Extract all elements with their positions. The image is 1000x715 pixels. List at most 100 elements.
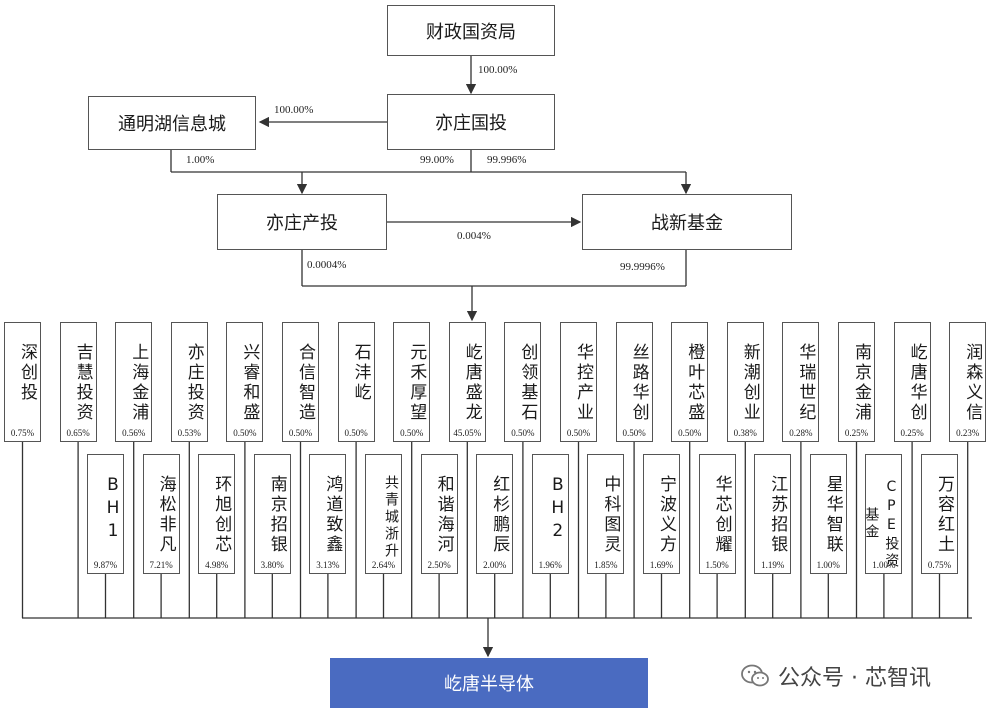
shareholder-name: 石沣屹 [350,343,371,403]
tongminghu-box: 通明湖信息城 [88,96,256,150]
shareholder-name: 江苏招银 [767,475,788,555]
upper-shareholder-box: 橙叶芯盛 0.50% [671,322,709,442]
shareholder-pct: 3.13% [316,560,340,570]
shareholder-name: 星华智联 [822,475,843,555]
upper-shareholder-box: 丝路华创 0.50% [615,322,653,442]
lower-shareholder-box: 和谐海河 2.50% [420,454,458,574]
shareholder-pct: 2.64% [371,560,396,570]
lower-shareholder-box: BH2 1.96% [531,454,569,574]
shareholder-name: 和谐海河 [433,475,454,555]
shareholder-pct: 1.96% [538,560,562,570]
shareholder-pct: 0.50% [344,428,368,438]
shareholder-name: 共青城浙升 [383,475,399,560]
guotou-to-tongminghu-pct: 100.00% [274,104,314,116]
shareholder-pct: 1.00% [816,560,840,570]
zhanxin-label: 战新基金 [651,213,723,234]
shareholder-name: 新潮创业 [739,343,760,423]
shareholder-name: 万容红土 [934,475,954,555]
shareholder-name: 橙叶芯盛 [684,343,705,423]
shareholder-name: 合信智造 [295,343,315,423]
upper-shareholder-box: 深创投 0.75% [4,322,41,442]
shareholder-name: 屹唐华创 [906,343,927,423]
tongminghu-label: 通明湖信息城 [118,114,226,135]
zhanxin-share-pct: 99.9996% [620,261,665,273]
lower-shareholder-box: 宁波义方 1.69% [643,454,680,574]
shareholder-pct: 0.25% [844,428,869,438]
shareholder-pct: 0.50% [400,428,424,438]
upper-shareholder-box: 合信智造 0.50% [282,322,319,442]
shareholder-name: 上海金浦 [128,343,149,423]
chantou-label: 亦庄产投 [266,213,338,234]
chantou-box: 亦庄产投 [217,194,387,250]
guotou-box: 亦庄国投 [387,94,555,150]
watermark: 公众号 · 芯智讯 [740,660,931,692]
finance-to-guotou-pct: 100.00% [478,64,518,76]
shareholder-pct: 4.98% [205,560,229,570]
shareholder-pct: 0.28% [789,428,813,438]
shareholder-pct: 0.50% [566,428,591,438]
guotou-label: 亦庄国投 [435,113,507,134]
shareholder-name: 亦庄投资 [183,343,204,423]
shareholder-pct: 45.05% [453,428,482,438]
shareholder-pct: 1.69% [649,560,674,570]
shareholder-pct: 0.75% [927,560,952,570]
shareholder-pct: 0.38% [733,428,757,438]
shareholder-pct: 0.50% [288,428,313,438]
shareholder-name: 吉慧投资 [72,343,93,423]
lower-shareholder-box: 万容红土 0.75% [921,454,958,574]
upper-shareholder-box: 上海金浦 0.56% [115,322,153,442]
shareholder-name: 红杉鹏辰 [489,475,510,555]
shareholder-pct: 2.00% [483,560,507,570]
upper-shareholder-box: 华控产业 0.50% [560,322,597,442]
chantou-share-pct: 0.0004% [307,259,347,271]
shareholder-pct: 2.50% [427,560,451,570]
shareholder-pct: 3.80% [260,560,284,570]
shareholder-pct: 9.87% [93,560,118,570]
zhanxin-box: 战新基金 [582,194,792,250]
shareholder-pct: 1.50% [705,560,729,570]
shareholder-name: 元禾厚望 [406,343,427,423]
upper-shareholder-box: 华瑞世纪 0.28% [782,322,820,442]
shareholder-name: 深创投 [17,343,37,403]
wechat-icon [741,664,769,687]
shareholder-name: 环旭创芯 [211,475,232,555]
upper-shareholder-box: 石沣屹 0.50% [337,322,375,442]
shareholder-pct: 0.65% [66,428,90,438]
shareholder-name: 宁波义方 [656,475,676,555]
lower-shareholder-box: 红杉鹏辰 2.00% [476,454,514,574]
shareholder-pct: 0.50% [622,428,646,438]
shareholder-pct: 0.56% [122,428,146,438]
shareholder-pct: 1.00% [872,560,896,570]
shareholder-name: 华芯创耀 [711,475,732,555]
shareholder-name: 中科图灵 [600,475,621,555]
target-company-box: 屹唐半导体 [330,658,648,708]
shareholder-name: 丝路华创 [628,343,649,423]
finance-bureau-label: 财政国资局 [426,21,516,43]
shareholder-name: CPE投资基金 [863,478,900,570]
target-company-label: 屹唐半导体 [444,674,534,695]
shareholder-pct: 0.75% [10,428,35,438]
shareholder-name: 华瑞世纪 [795,343,816,423]
shareholder-pct: 0.50% [678,428,702,438]
shareholder-name: BH2 [547,475,568,544]
shareholder-pct: 0.50% [233,428,257,438]
shareholder-name: 南京金浦 [851,343,871,423]
lower-shareholder-box: 环旭创芯 4.98% [198,454,236,574]
shareholder-name: 润森义信 [962,343,983,423]
shareholder-name: 华控产业 [573,343,593,423]
shareholder-pct: 0.50% [511,428,535,438]
lower-shareholder-box: 华芯创耀 1.50% [698,454,736,574]
tongminghu-share-pct: 1.00% [186,154,215,166]
shareholder-pct: 0.53% [177,428,201,438]
